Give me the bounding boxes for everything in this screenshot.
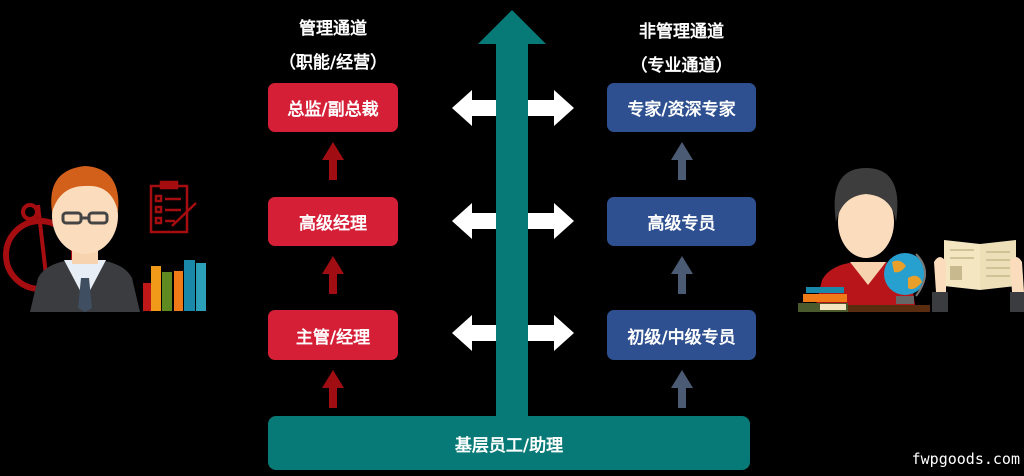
books-icon [143,260,206,311]
prof-up-arrow-2 [671,256,693,294]
open-book-icon [932,240,1024,312]
management-channel-title: 管理通道 [299,19,367,39]
mgmt-up-arrow-1 [322,142,344,180]
prof-up-arrow-3 [671,370,693,408]
prof-level-expert: 专家/资深专家 [607,83,756,132]
base-level-staff: 基层员工/助理 [268,416,750,470]
mgmt-up-arrow-3 [322,370,344,408]
trunk-up-arrow [478,10,546,420]
watermark: fwpgoods.com [911,450,1020,468]
professional-channel-title: 非管理通道 [639,22,724,42]
tie [78,278,92,312]
checklist-icon [149,180,197,234]
mgmt-up-arrow-2 [322,256,344,294]
specialist-illustration [798,168,1024,312]
book-stack-icon [798,287,848,312]
prof-up-arrow-1 [671,142,693,180]
prof-level-senior-specialist: 高级专员 [607,197,756,246]
mgmt-level-director-vp: 总监/副总裁 [268,83,398,132]
management-channel-subtitle: （职能/经营） [278,53,388,73]
globe-icon [884,253,926,304]
mgmt-level-supervisor-manager: 主管/经理 [268,310,398,360]
professional-channel-subtitle: （专业通道） [630,56,733,76]
manager-illustration [3,166,206,312]
prof-level-junior-specialist: 初级/中级专员 [607,310,756,360]
mgmt-level-senior-manager: 高级经理 [268,197,398,246]
